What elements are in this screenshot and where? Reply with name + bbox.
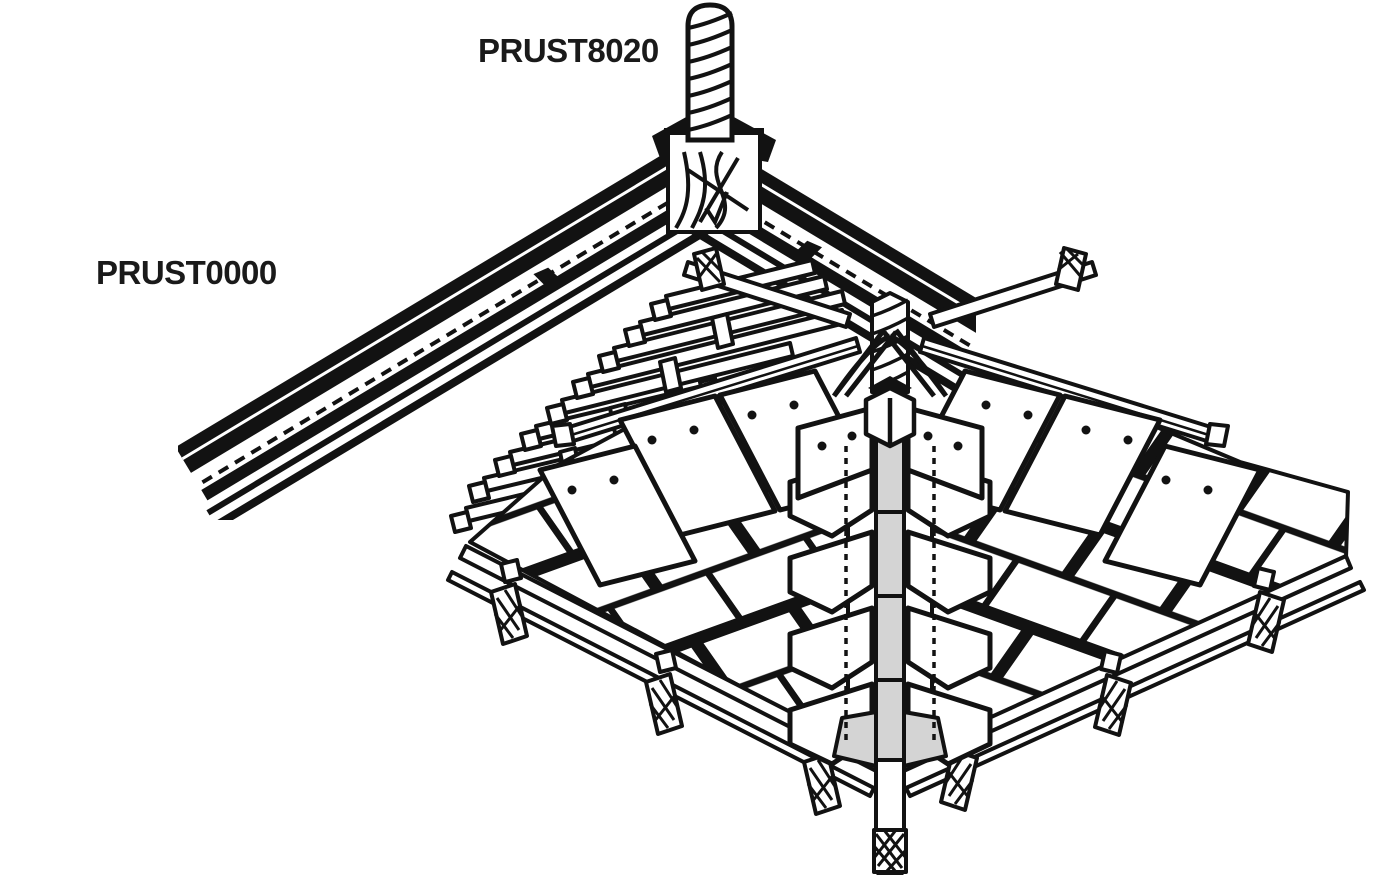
flashing-wing-left xyxy=(832,710,878,768)
nail-holes-right xyxy=(981,400,1213,495)
ridge-beam xyxy=(652,116,776,234)
flashing-wing-right xyxy=(902,710,948,768)
valley-foot-post xyxy=(872,758,908,875)
left-slope-layers xyxy=(178,138,738,520)
nail-holes-left xyxy=(567,400,799,495)
ridge-rope-dowel xyxy=(685,2,735,143)
valley-cut-dashed-lines xyxy=(844,446,936,740)
corner-braces xyxy=(831,328,949,398)
valley-flashing xyxy=(832,424,948,768)
valley-head-post-assembly xyxy=(831,291,949,449)
valley-head-shingles xyxy=(795,405,985,501)
flashing-segment-joints xyxy=(876,510,904,682)
wood-grain-lines xyxy=(674,150,750,230)
label-ridge-product-code: PRUST8020 xyxy=(478,32,659,69)
ridge-top-battens xyxy=(682,246,1098,329)
label-underlay-product-code: PRUST0000 xyxy=(96,254,277,291)
post-crosshatch xyxy=(872,829,908,874)
valley-isometric-view xyxy=(446,246,1366,875)
